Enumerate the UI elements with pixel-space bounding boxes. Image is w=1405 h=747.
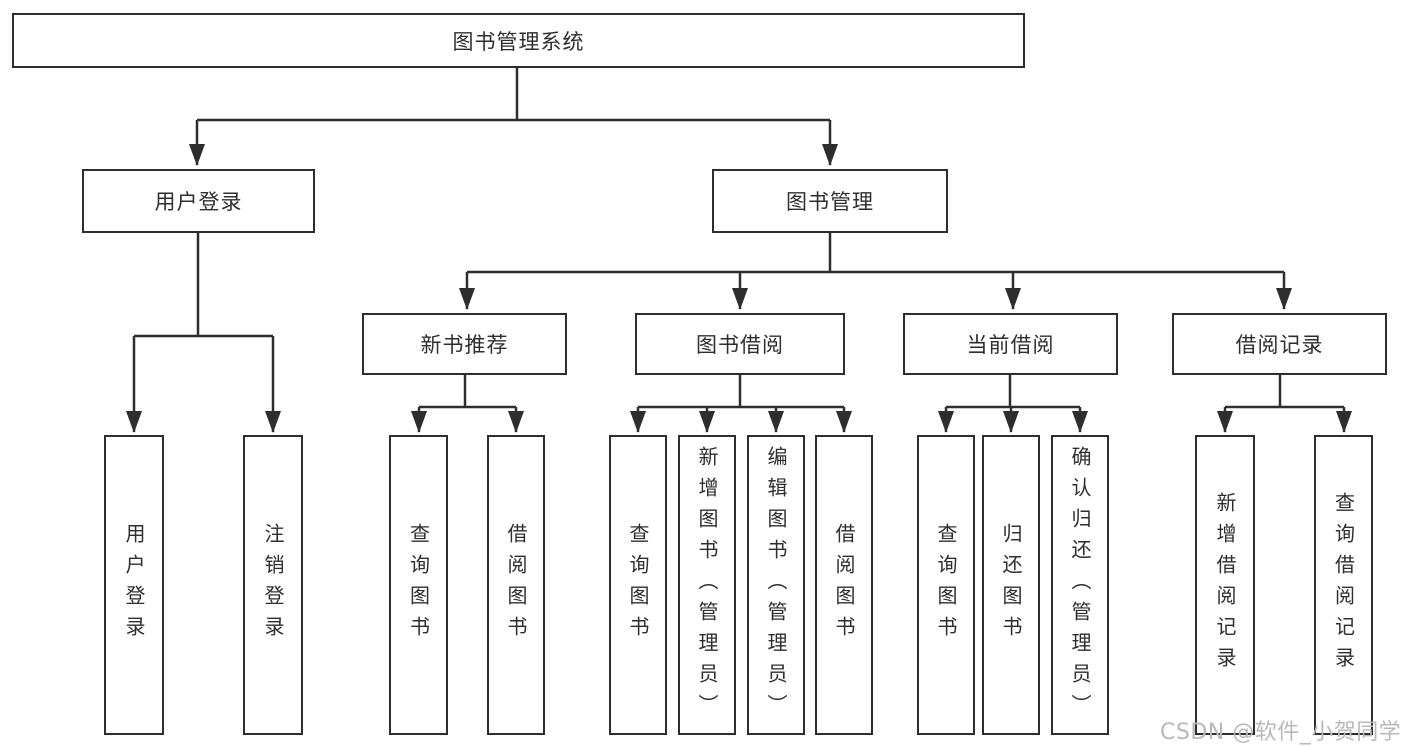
leaf-query-books-borrow: 查询图书 bbox=[609, 435, 667, 735]
node-book-management: 图书管理 bbox=[712, 169, 948, 233]
leaf-logout: 注销登录 bbox=[243, 435, 303, 735]
leaf-confirm-return-admin: 确认归还（管理员） bbox=[1051, 435, 1109, 735]
leaf-borrow-books-recommend: 借阅图书 bbox=[487, 435, 545, 735]
leaf-return-books: 归还图书 bbox=[982, 435, 1040, 735]
node-root-library-system: 图书管理系统 bbox=[12, 13, 1025, 68]
leaf-user-login: 用户登录 bbox=[104, 435, 164, 735]
node-new-book-recommend: 新书推荐 bbox=[362, 313, 567, 375]
leaf-query-books-recommend: 查询图书 bbox=[389, 435, 448, 735]
node-borrow-records: 借阅记录 bbox=[1172, 313, 1387, 375]
node-user-login: 用户登录 bbox=[82, 169, 315, 233]
csdn-watermark: CSDN @软件_小贺同学 bbox=[1160, 720, 1402, 745]
leaf-query-borrow-record: 查询借阅记录 bbox=[1314, 435, 1373, 735]
node-book-borrow: 图书借阅 bbox=[635, 313, 845, 375]
leaf-add-borrow-record: 新增借阅记录 bbox=[1195, 435, 1255, 735]
leaf-add-books-admin: 新增图书（管理员） bbox=[678, 435, 736, 735]
leaf-borrow-books: 借阅图书 bbox=[815, 435, 873, 735]
leaf-query-books-current: 查询图书 bbox=[917, 435, 975, 735]
leaf-edit-books-admin: 编辑图书（管理员） bbox=[747, 435, 805, 735]
node-current-borrow: 当前借阅 bbox=[903, 313, 1118, 375]
